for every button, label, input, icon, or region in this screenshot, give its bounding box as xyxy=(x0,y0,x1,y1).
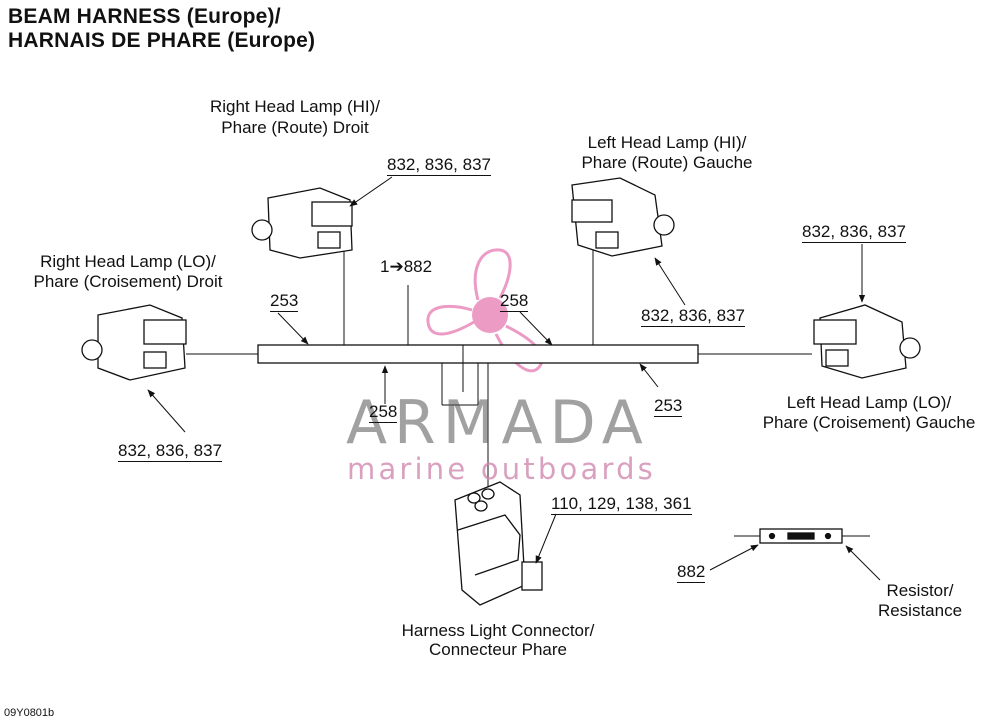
ref-right-lo: 832, 836, 837 xyxy=(118,441,222,462)
label-left-hi-en: Left Head Lamp (HI)/ xyxy=(587,133,747,152)
diagram-title-fr: HARNAIS DE PHARE (Europe) xyxy=(8,29,316,52)
image-code: 09Y0801b xyxy=(4,707,55,719)
watermark-tagline: marine outboards xyxy=(347,452,656,486)
ref-harness-right: 253 xyxy=(654,396,683,417)
ref-resistor: 882 xyxy=(677,562,706,583)
label-left-lo-fr: Phare (Croisement) Gauche xyxy=(762,413,976,432)
label-right-lo-en: Right Head Lamp (LO)/ xyxy=(40,252,216,271)
label-connector-fr: Connecteur Phare xyxy=(429,640,567,659)
label-right-lo-fr: Phare (Croisement) Droit xyxy=(33,272,223,291)
ref-right-hi: 832, 836, 837 xyxy=(387,155,491,176)
label-right-hi-en: Right Head Lamp (HI)/ xyxy=(209,97,381,116)
main-harness-sleeve xyxy=(257,344,699,364)
harness-light-connector xyxy=(454,481,543,606)
ref-sleeve-top: 258 xyxy=(500,291,529,312)
watermark-brand: ARMADA xyxy=(346,388,650,458)
ref-sleeve-bottom: 258 xyxy=(369,402,398,423)
right-hi-lamp-connector xyxy=(251,187,353,259)
armada-logo-icon xyxy=(426,248,544,373)
ref-left-hi: 832, 836, 837 xyxy=(641,306,745,327)
resistor-symbol xyxy=(734,528,870,544)
label-left-lo-en: Left Head Lamp (LO)/ xyxy=(786,393,952,412)
ref-harness-left: 253 xyxy=(270,291,299,312)
label-resistor-fr: Resistance xyxy=(877,601,963,620)
ref-left-lo: 832, 836, 837 xyxy=(802,222,906,243)
left-lo-lamp-connector xyxy=(813,304,921,379)
label-connector-en: Harness Light Connector/ xyxy=(401,621,595,640)
label-left-hi-fr: Phare (Route) Gauche xyxy=(581,153,753,172)
ref-resistor-note: 1➔882 xyxy=(380,257,433,276)
label-resistor-en: Resistor/ xyxy=(886,581,954,600)
label-right-hi-fr: Phare (Route) Droit xyxy=(221,118,369,137)
right-lo-lamp-connector xyxy=(81,304,187,381)
diagram-title-en: BEAM HARNESS (Europe)/ xyxy=(8,5,281,28)
ref-connector: 110, 129, 138, 361 xyxy=(551,494,692,515)
left-hi-lamp-connector xyxy=(571,177,675,257)
